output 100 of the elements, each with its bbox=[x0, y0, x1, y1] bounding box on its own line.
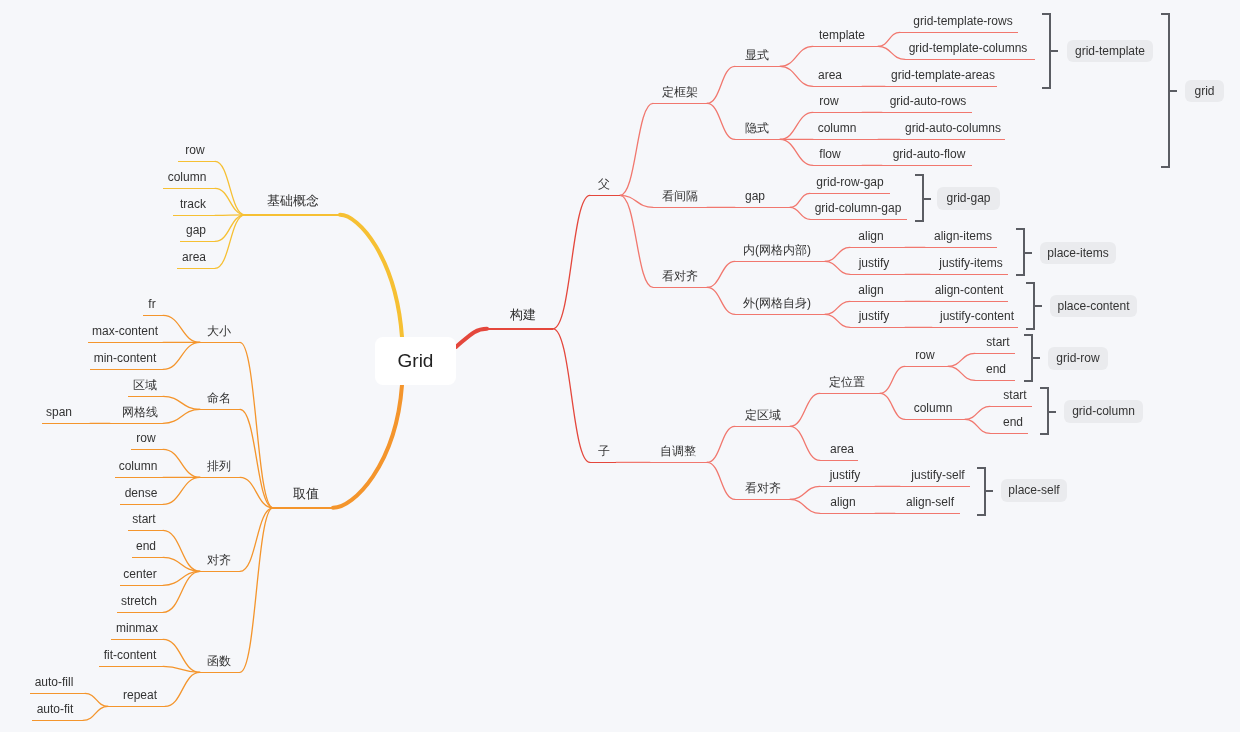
topic-label: start bbox=[975, 334, 1015, 354]
summary-box: grid-template bbox=[1067, 40, 1153, 62]
topic-label: start bbox=[128, 511, 163, 531]
summary-box: place-items bbox=[1040, 242, 1116, 264]
topic-label: max-content bbox=[88, 323, 163, 343]
branch-line bbox=[162, 570, 201, 614]
topic-label: center bbox=[120, 566, 163, 586]
branch-line bbox=[239, 408, 274, 509]
topic-label: fr bbox=[143, 296, 163, 316]
topic-label: column bbox=[813, 120, 878, 140]
branch-line bbox=[619, 194, 654, 209]
topic-label: align bbox=[850, 282, 905, 302]
branch-line bbox=[706, 102, 736, 141]
topic-label: 父 bbox=[590, 176, 620, 196]
topic-label: row bbox=[131, 430, 163, 450]
branch-line bbox=[552, 328, 591, 464]
topic-label: align bbox=[850, 228, 905, 248]
branch-line bbox=[964, 418, 991, 435]
summary-box: grid-gap bbox=[937, 187, 1000, 210]
topic-label: stretch bbox=[117, 593, 163, 613]
topic-label: 函数 bbox=[200, 653, 240, 673]
topic-label: 子 bbox=[590, 443, 616, 463]
topic-label: area bbox=[177, 249, 215, 269]
branch-line bbox=[861, 111, 883, 114]
branch-line bbox=[877, 45, 906, 61]
branch-line bbox=[874, 512, 896, 515]
branch-line bbox=[706, 206, 736, 209]
branch-line bbox=[239, 476, 274, 509]
branch-line bbox=[879, 365, 906, 395]
topic-label: 构建 bbox=[487, 304, 553, 330]
topic-label: align-items bbox=[925, 228, 997, 248]
branch-line bbox=[904, 273, 931, 276]
topic-label: 内(网格内部) bbox=[735, 242, 825, 262]
branch-line bbox=[331, 383, 404, 510]
branch-line bbox=[162, 529, 201, 573]
branch-line bbox=[874, 485, 901, 488]
topic-label: 自调整 bbox=[650, 443, 707, 463]
topic-label: track bbox=[173, 196, 215, 216]
topic-label: column bbox=[905, 400, 965, 420]
topic-label: 定位置 bbox=[820, 374, 880, 394]
topic-label: row bbox=[813, 93, 862, 113]
topic-label: justify-self bbox=[900, 467, 970, 487]
branch-line bbox=[84, 692, 109, 708]
branch-line bbox=[82, 705, 109, 722]
branch-line bbox=[706, 461, 736, 501]
topic-label: min-content bbox=[90, 350, 163, 370]
topic-label: 定区域 bbox=[735, 407, 790, 427]
branch-line bbox=[789, 425, 821, 462]
topic-label: dense bbox=[120, 485, 163, 505]
branch-line bbox=[964, 405, 991, 421]
branch-line bbox=[619, 102, 654, 197]
branch-line bbox=[861, 164, 883, 167]
topic-label: justify bbox=[850, 255, 905, 275]
topic-label: grid-auto-columns bbox=[900, 120, 1005, 140]
branch-line bbox=[338, 212, 404, 339]
central-topic-box: Grid bbox=[375, 337, 456, 385]
branch-line bbox=[824, 313, 851, 329]
topic-label: 看对齐 bbox=[735, 480, 790, 500]
topic-label: 大小 bbox=[200, 323, 240, 343]
branch-line bbox=[904, 300, 931, 303]
branch-line bbox=[454, 326, 489, 349]
topic-label: align bbox=[820, 494, 875, 514]
branch-line bbox=[789, 498, 821, 515]
branch-line bbox=[214, 160, 246, 216]
topic-label: fit-content bbox=[99, 647, 163, 667]
branch-line bbox=[615, 461, 651, 464]
topic-label: 区域 bbox=[128, 377, 163, 397]
topic-label: 对齐 bbox=[200, 552, 240, 572]
branch-line bbox=[164, 671, 201, 708]
branch-line bbox=[779, 65, 814, 88]
branch-line bbox=[904, 246, 926, 249]
branch-line bbox=[239, 507, 274, 674]
branch-line bbox=[904, 326, 933, 329]
branch-line bbox=[162, 638, 201, 674]
topic-label: grid-column-gap bbox=[810, 200, 907, 220]
topic-label: template bbox=[813, 27, 878, 47]
branch-line bbox=[789, 485, 821, 501]
branch-line bbox=[162, 408, 201, 425]
branch-line bbox=[162, 341, 201, 371]
summary-box: place-self bbox=[1001, 479, 1067, 502]
branch-line bbox=[706, 260, 736, 289]
topic-label: 看对齐 bbox=[653, 268, 707, 288]
branch-line bbox=[214, 214, 246, 243]
topic-label: span bbox=[42, 404, 90, 424]
branch-line bbox=[706, 425, 736, 464]
topic-label: 网格线 bbox=[110, 404, 163, 424]
branch-line bbox=[879, 392, 906, 421]
branch-line bbox=[789, 206, 811, 221]
topic-label: grid-auto-rows bbox=[882, 93, 972, 113]
topic-label: flow bbox=[813, 146, 862, 166]
branch-line bbox=[877, 138, 901, 141]
topic-label: grid-row-gap bbox=[810, 174, 890, 194]
topic-label: end bbox=[990, 414, 1028, 434]
branch-line bbox=[947, 352, 976, 368]
topic-label: align-content bbox=[930, 282, 1008, 302]
branch-line bbox=[789, 192, 811, 209]
topic-label: justify-items bbox=[930, 255, 1008, 275]
branch-line bbox=[706, 65, 736, 105]
branch-line bbox=[239, 341, 274, 509]
topic-label: align-self bbox=[895, 494, 960, 514]
